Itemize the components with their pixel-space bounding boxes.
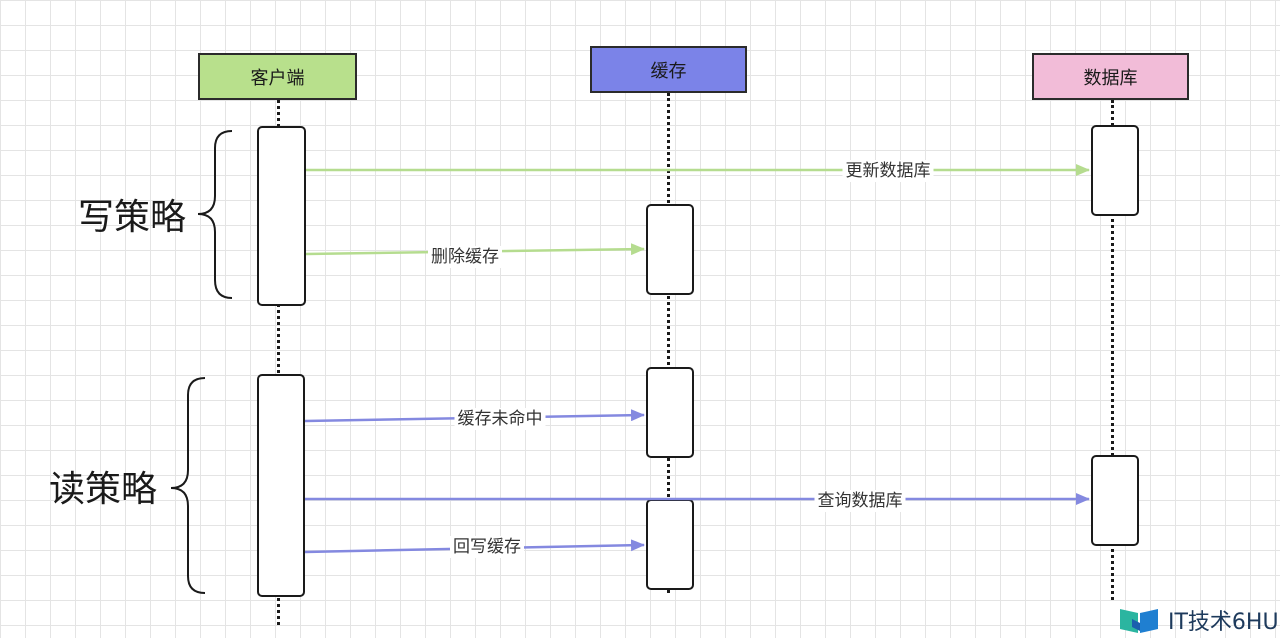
client-activation-read[interactable] <box>257 374 305 597</box>
participant-database-label: 数据库 <box>1083 67 1138 89</box>
cache-activation-delete[interactable] <box>646 204 694 295</box>
participant-client[interactable]: 客户端 <box>198 53 357 100</box>
book-logo-icon <box>1120 609 1158 633</box>
label-cache-miss: 缓存未命中 <box>454 408 546 430</box>
write-strategy-brace <box>197 130 233 299</box>
participant-client-label: 客户端 <box>250 67 305 89</box>
cache-activation-miss[interactable] <box>646 367 694 458</box>
participant-cache-label: 缓存 <box>650 60 687 82</box>
cache-lifeline <box>667 93 670 593</box>
label-write-back-cache: 回写缓存 <box>450 536 524 558</box>
database-activation-update[interactable] <box>1091 125 1139 216</box>
read-strategy-label: 读策略 <box>49 469 158 510</box>
cache-activation-writeback[interactable] <box>646 499 694 590</box>
write-strategy-label: 写策略 <box>78 197 187 238</box>
participant-database[interactable]: 数据库 <box>1032 53 1189 100</box>
database-activation-query[interactable] <box>1091 455 1139 546</box>
watermark-text: IT技术6HU <box>1168 610 1279 635</box>
read-strategy-brace <box>170 377 206 594</box>
watermark: IT技术6HU <box>1118 604 1279 636</box>
label-delete-cache: 删除缓存 <box>428 246 502 268</box>
client-activation-write[interactable] <box>257 126 306 306</box>
label-update-db: 更新数据库 <box>842 160 934 182</box>
participant-cache[interactable]: 缓存 <box>590 46 747 93</box>
database-lifeline <box>1111 100 1114 600</box>
label-query-db: 查询数据库 <box>814 490 906 512</box>
client-lifeline <box>277 100 280 625</box>
